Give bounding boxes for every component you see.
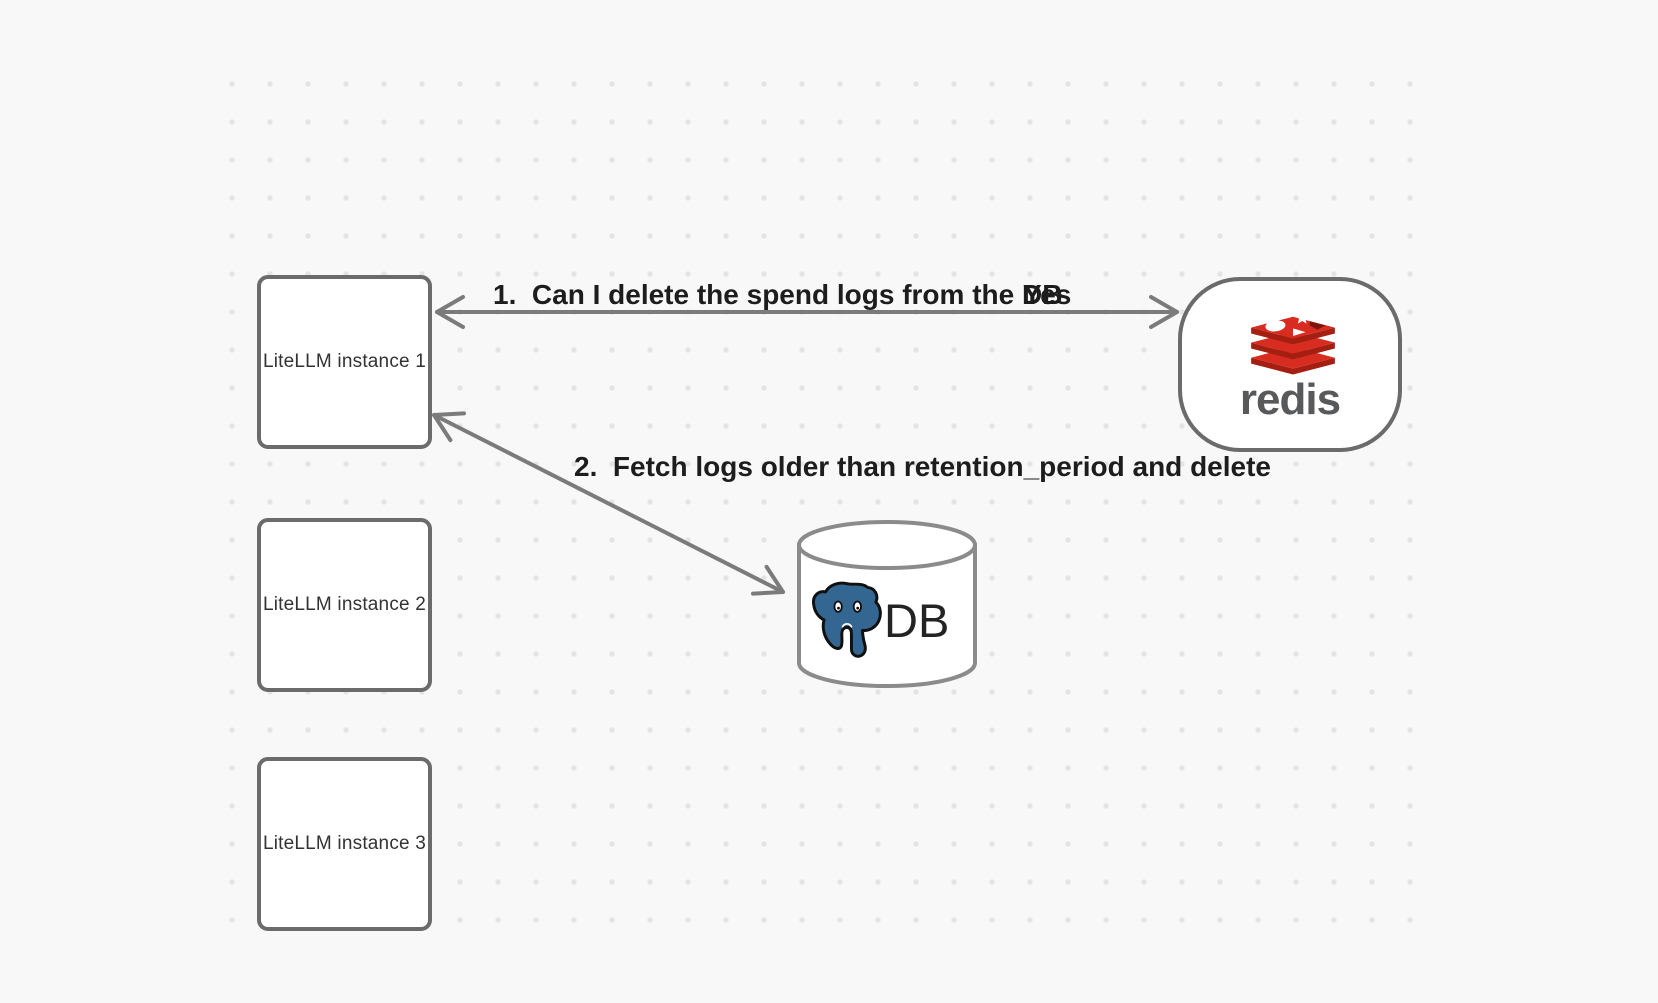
node-litellm-instance-2-label: LiteLLM instance 2 (262, 594, 427, 615)
redis-wordmark: redis (1239, 375, 1341, 424)
node-litellm-instance-1-label: LiteLLM instance 1 (262, 351, 427, 372)
node-db-cylinder[interactable] (796, 519, 978, 691)
edge-label-yes: Yes (1023, 279, 1072, 310)
node-redis[interactable]: redis (1178, 277, 1402, 452)
postgresql-elephant-icon (812, 581, 882, 658)
edge-label-fetch-logs: 2. Fetch logs older than retention_perio… (574, 451, 1271, 482)
db-label: DB (884, 594, 950, 647)
node-litellm-instance-3[interactable]: LiteLLM instance 3 (257, 757, 432, 931)
redis-logo-icon (1251, 310, 1335, 375)
edge-label-delete-spend-logs: 1. Can I delete the spend logs from the … (493, 279, 1063, 310)
node-litellm-instance-3-label: LiteLLM instance 3 (262, 833, 427, 854)
arrow-litellm1-db[interactable] (432, 411, 785, 596)
node-litellm-instance-2[interactable]: LiteLLM instance 2 (257, 518, 432, 692)
node-litellm-instance-1[interactable]: LiteLLM instance 1 (257, 275, 432, 449)
